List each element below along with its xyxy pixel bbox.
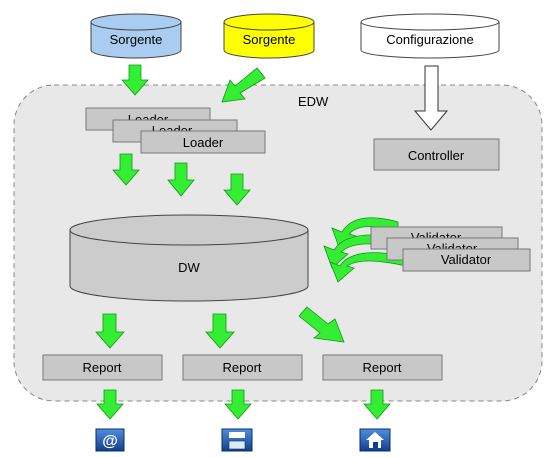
validator-box-3 xyxy=(402,248,531,272)
email-at-icon: @ xyxy=(95,428,125,452)
report-box-3 xyxy=(322,354,443,381)
floppy-disk-icon xyxy=(221,428,253,452)
source-label-1: Sorgente xyxy=(110,32,163,47)
controller-label: Controller xyxy=(408,148,465,163)
arrow-report-to-output-3 xyxy=(363,389,391,420)
loader-label-3: Loader xyxy=(183,135,224,150)
loader-box-3 xyxy=(140,130,266,154)
arrow-config-to-controller xyxy=(413,65,449,131)
arrow-dw-to-report-3 xyxy=(298,306,345,343)
report-label-3: Report xyxy=(362,360,401,375)
arrow-source2-to-loader xyxy=(221,67,266,103)
arrow-report-to-output-1 xyxy=(96,389,124,420)
source-cylinder-2: Sorgente xyxy=(223,13,315,59)
arrow-dw-to-report-2 xyxy=(205,313,235,349)
configuration-cylinder: Configurazione xyxy=(360,13,500,59)
arrow-dw-to-report-1 xyxy=(95,313,125,349)
dw-label: DW xyxy=(178,260,200,275)
report-label-1: Report xyxy=(82,360,121,375)
arrow-loader-to-dw-1 xyxy=(112,153,140,186)
arrow-source1-to-loader xyxy=(121,64,149,96)
report-box-1 xyxy=(42,354,163,381)
arrow-report-to-output-2 xyxy=(224,389,252,420)
arrow-loader-to-dw-3 xyxy=(223,173,251,206)
svg-text:@: @ xyxy=(102,433,118,450)
dw-cylinder: DW xyxy=(69,214,309,302)
validator-label-3: Validator xyxy=(441,252,492,267)
report-box-2 xyxy=(182,354,303,381)
edw-label: EDW xyxy=(298,94,329,109)
configuration-label: Configurazione xyxy=(386,32,473,47)
arrow-loader-to-dw-2 xyxy=(167,162,195,197)
source-cylinder-1: Sorgente xyxy=(90,13,182,59)
controller-box xyxy=(373,138,500,171)
report-label-2: Report xyxy=(222,360,261,375)
source-label-2: Sorgente xyxy=(243,32,296,47)
home-icon xyxy=(359,428,391,452)
